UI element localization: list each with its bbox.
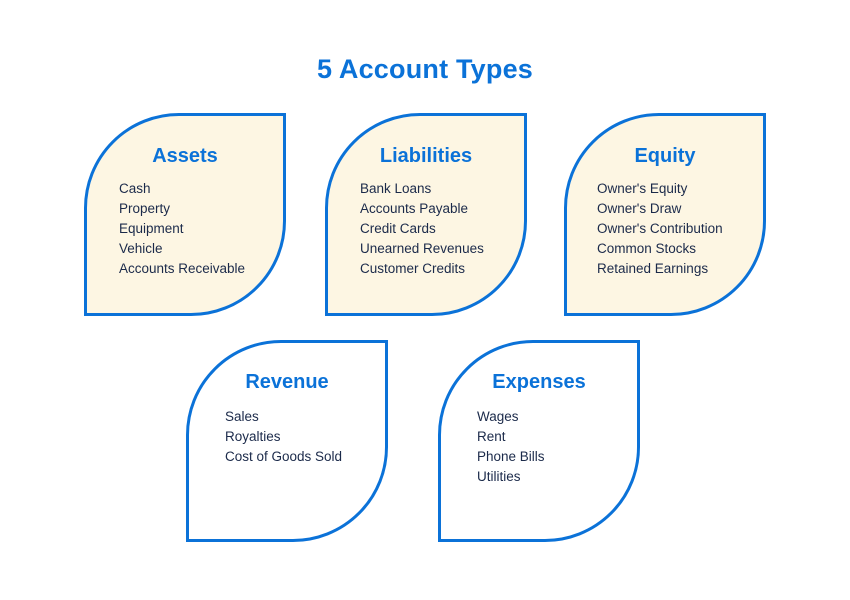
card-assets: Assets Cash Property Equipment Vehicle A… — [84, 113, 286, 316]
card-list-assets: Cash Property Equipment Vehicle Accounts… — [119, 179, 245, 279]
card-liabilities: Liabilities Bank Loans Accounts Payable … — [325, 113, 527, 316]
list-item: Accounts Receivable — [119, 261, 246, 276]
list-item: Phone Bills — [477, 449, 545, 464]
card-list-equity: Owner's Equity Owner's Draw Owner's Cont… — [597, 179, 723, 279]
card-list-expenses: Wages Rent Phone Bills Utilities — [477, 407, 545, 487]
page-title: 5 Account Types — [316, 54, 534, 84]
list-item: Cash — [119, 181, 151, 196]
card-list-revenue: Sales Royalties Cost of Goods Sold — [225, 407, 342, 467]
list-item: Sales — [225, 409, 259, 424]
card-equity: Equity Owner's Equity Owner's Draw Owner… — [564, 113, 766, 316]
list-item: Owner's Contribution — [597, 221, 723, 236]
list-item: Vehicle — [119, 241, 163, 256]
list-item: Wages — [477, 409, 519, 424]
list-item: Customer Credits — [360, 261, 466, 276]
list-item: Retained Earnings — [597, 261, 709, 276]
card-expenses: Expenses Wages Rent Phone Bills Utilitie… — [438, 340, 640, 542]
card-list-liabilities: Bank Loans Accounts Payable Credit Cards… — [360, 179, 484, 279]
list-item: Royalties — [225, 429, 281, 444]
card-title-assets: Assets — [152, 145, 218, 167]
list-item: Unearned Revenues — [360, 241, 484, 256]
list-item: Owner's Equity — [597, 181, 688, 196]
list-item: Common Stocks — [597, 241, 697, 256]
list-item: Bank Loans — [360, 181, 432, 196]
list-item: Accounts Payable — [360, 201, 469, 216]
list-item: Equipment — [119, 221, 184, 236]
card-title-revenue: Revenue — [245, 371, 329, 393]
list-item: Utilities — [477, 469, 521, 484]
list-item: Credit Cards — [360, 221, 436, 236]
card-title-expenses: Expenses — [492, 371, 586, 393]
list-item: Cost of Goods Sold — [225, 449, 343, 464]
card-title-liabilities: Liabilities — [379, 145, 473, 167]
list-item: Rent — [477, 429, 506, 444]
card-title-equity: Equity — [634, 145, 696, 167]
list-item: Owner's Draw — [597, 201, 682, 216]
list-item: Property — [119, 201, 171, 216]
card-revenue: Revenue Sales Royalties Cost of Goods So… — [186, 340, 388, 542]
